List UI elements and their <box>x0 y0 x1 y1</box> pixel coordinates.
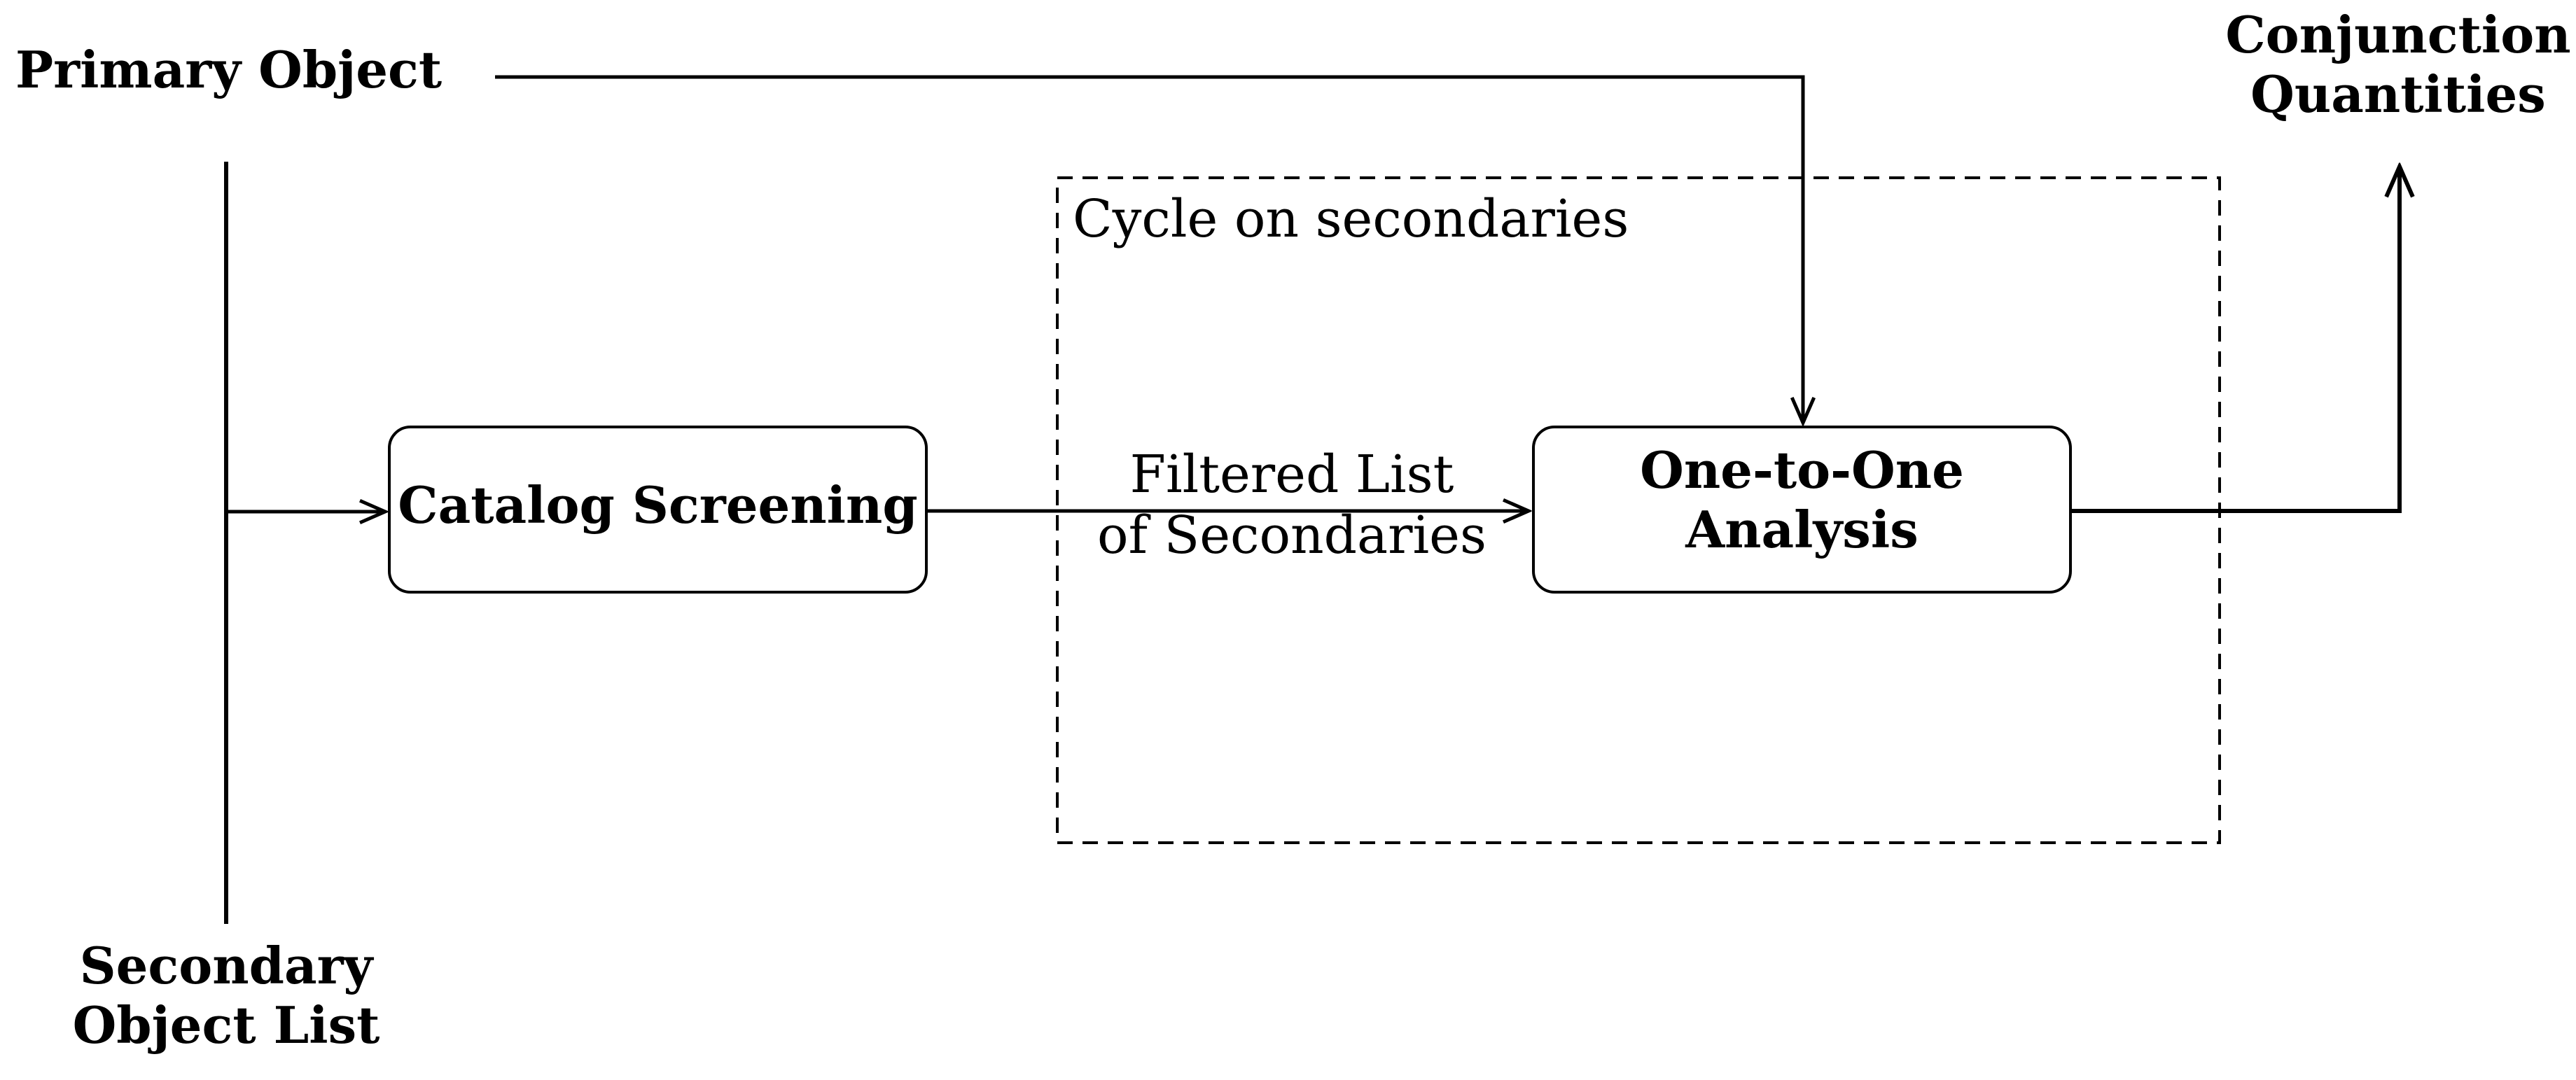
cycle-box-label: Cycle on secondaries <box>1073 189 1629 249</box>
one-to-one-line2: Analysis <box>1685 499 1919 559</box>
one-to-one-line1: One-to-One <box>1640 440 1964 500</box>
secondary-object-list-label: Secondary Object List <box>72 936 380 1056</box>
filtered-list-line1: Filtered List <box>1129 444 1454 505</box>
catalog-screening-label: Catalog Screening <box>398 475 918 535</box>
conjunction-quantities-line2: Quantities <box>2250 64 2546 124</box>
conjunction-quantities-label: Conjunction Quantities <box>2223 5 2573 125</box>
one-to-one-label: One-to-One Analysis <box>1533 440 2070 560</box>
filtered-list-line2: of Secondaries <box>1097 505 1487 566</box>
filtered-list-label: Filtered List of Secondaries <box>1050 444 1533 567</box>
secondary-object-list-line1: Secondary <box>79 936 373 995</box>
primary-object-arrow <box>495 75 1803 423</box>
output-arrow <box>2070 167 2400 513</box>
secondary-object-list-line2: Object List <box>72 995 380 1055</box>
conjunction-quantities-line1: Conjunction <box>2225 5 2571 64</box>
primary-object-label: Primary Object <box>15 40 443 99</box>
